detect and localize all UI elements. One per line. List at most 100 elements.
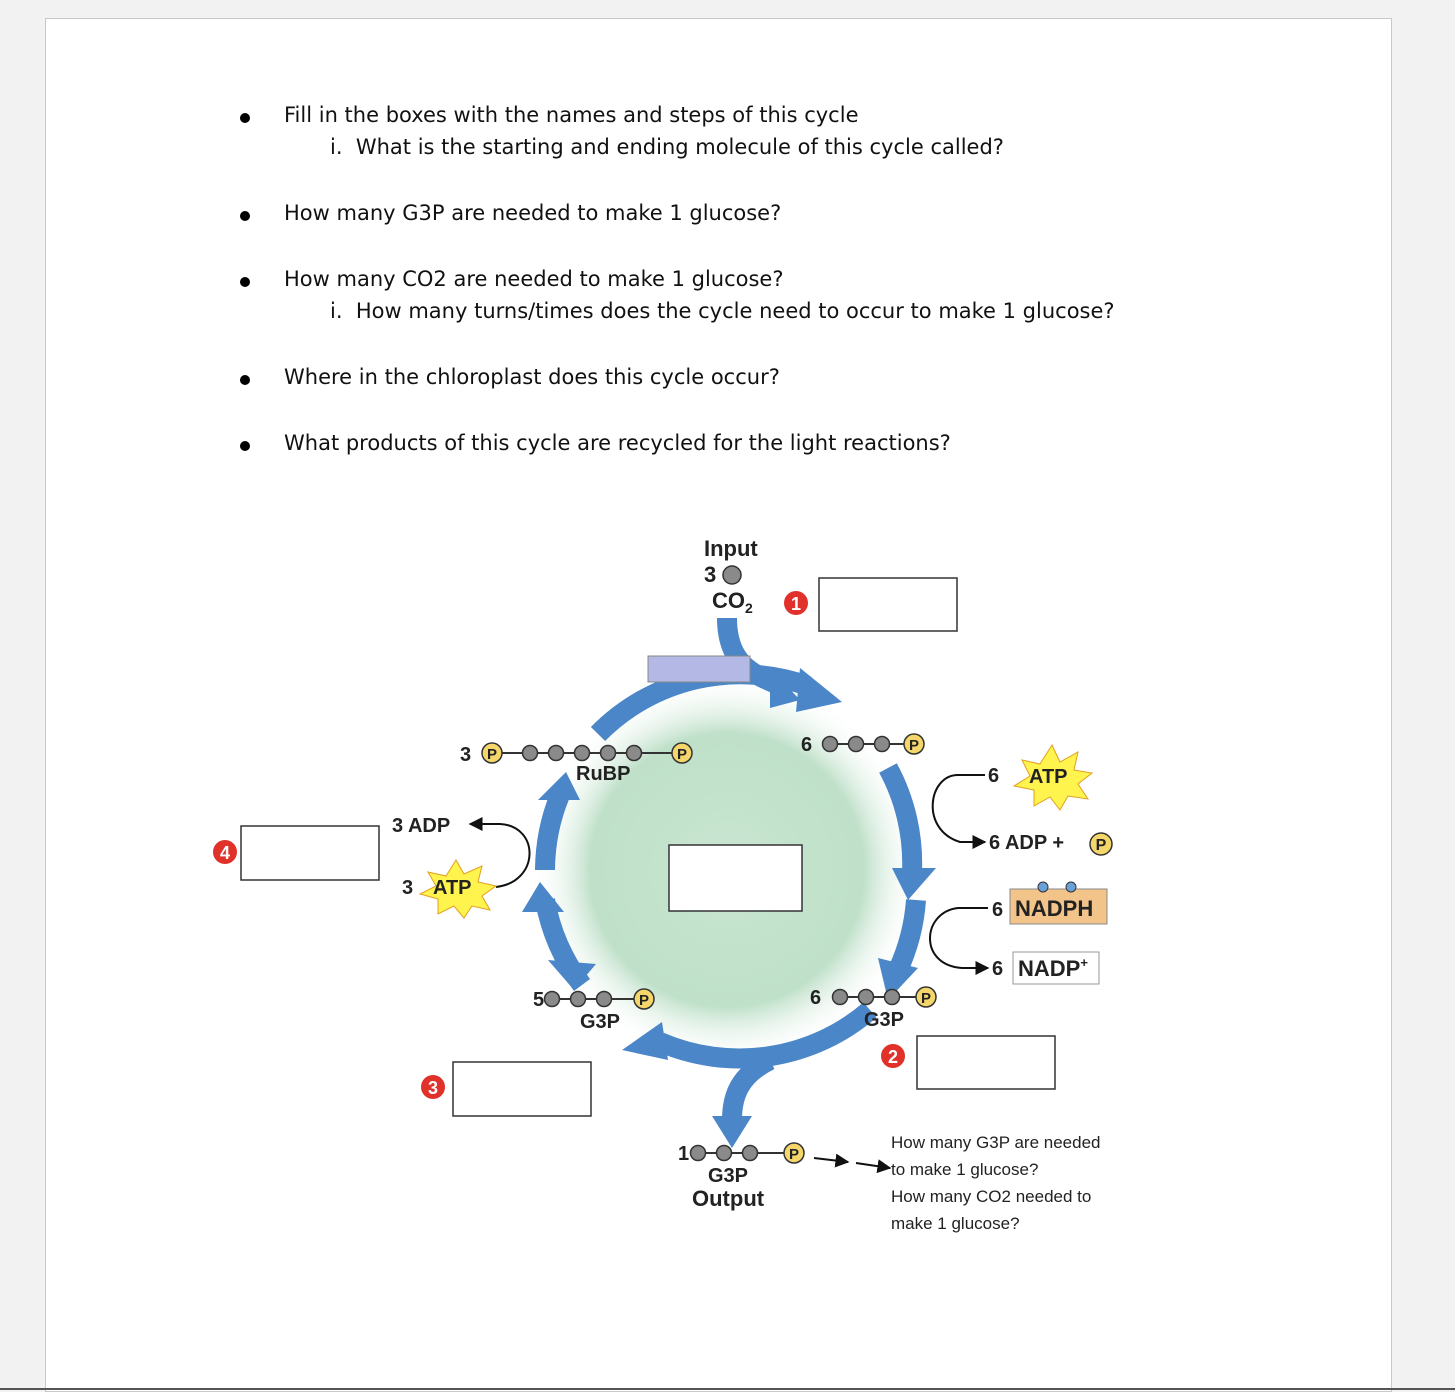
atp3-count: 3 — [402, 877, 413, 899]
input-label: Input — [704, 536, 758, 561]
output-count: 1 — [678, 1143, 689, 1165]
adp6-label: 6 ADP + — [989, 832, 1064, 854]
enzyme-box — [647, 655, 751, 683]
answer-box-3[interactable] — [452, 1061, 592, 1117]
rubp-count: 3 — [460, 744, 471, 766]
window-edge-line — [0, 1388, 1455, 1390]
answer-box-2[interactable] — [916, 1035, 1056, 1090]
arrowhead — [878, 958, 918, 1000]
step-number-4: 4 — [220, 843, 230, 863]
answer-box-center[interactable] — [668, 844, 803, 912]
carbon-icon — [689, 1144, 707, 1162]
nadp-box — [1012, 951, 1100, 985]
arrowhead — [538, 772, 580, 800]
answer-box-1[interactable] — [818, 577, 958, 632]
nadph-label: NADPH — [1015, 896, 1093, 921]
step-badge-3 — [421, 1075, 445, 1099]
adp3-label: 3 ADP — [392, 815, 450, 837]
arrow-output — [722, 1051, 775, 1121]
carbon-icon — [573, 744, 591, 762]
step-badge-1 — [784, 591, 808, 615]
carbon-icon — [883, 988, 901, 1006]
arrow-reduction — [879, 763, 923, 873]
nadph-bracket — [929, 907, 990, 975]
output-label: Output — [692, 1186, 765, 1211]
question-1-sub: i. What is the starting and ending molec… — [330, 135, 1004, 159]
carbon-icon — [741, 1144, 759, 1162]
phosphate-label: P — [1096, 837, 1107, 854]
co2-count: 3 — [704, 562, 716, 587]
carbon-icon — [821, 735, 839, 753]
note-line-1: How many G3P are needed — [891, 1133, 1101, 1152]
co2-label: CO2 — [712, 588, 753, 616]
question-2: How many G3P are needed to make 1 glucos… — [284, 201, 782, 225]
bullet — [240, 277, 250, 287]
carbon-icon — [599, 744, 617, 762]
answer-box-4[interactable] — [240, 825, 380, 881]
step-badge-4 — [213, 840, 237, 864]
phosphate-icon — [481, 742, 503, 764]
g3p6-count: 6 — [810, 987, 821, 1009]
carbon-icon — [625, 744, 643, 762]
carbon-icon — [873, 735, 891, 753]
arrowhead — [770, 668, 800, 708]
phosphate-label: P — [487, 746, 497, 763]
note-arrow — [855, 1159, 892, 1174]
note-line-2: to make 1 glucose? — [891, 1160, 1039, 1179]
carbon-icon — [831, 988, 849, 1006]
carbon-icon — [543, 990, 561, 1008]
phosphate-label: P — [789, 1146, 799, 1163]
arrow-g3p-return — [656, 1002, 877, 1069]
atp-label: ATP — [433, 877, 472, 899]
step-number-1: 1 — [791, 594, 801, 614]
atp-bracket — [931, 774, 987, 849]
phosphate-icon — [915, 986, 937, 1008]
bullet — [240, 441, 250, 451]
atp-label: ATP — [1029, 766, 1068, 788]
question-3: How many CO2 are needed to make 1 glucos… — [284, 267, 784, 291]
phosphate-icon — [633, 988, 655, 1010]
g3p-label: G3P — [580, 1011, 620, 1033]
g3p5-count: 5 — [533, 989, 544, 1011]
carbon-icon — [595, 990, 613, 1008]
carbon-icon — [521, 744, 539, 762]
electron-icon — [1065, 881, 1077, 893]
carbon-icon — [722, 565, 742, 585]
bullet — [240, 375, 250, 385]
phosphate-icon — [1089, 832, 1113, 856]
arrowhead — [522, 882, 564, 912]
arrowhead — [712, 1116, 752, 1148]
pga-count: 6 — [801, 734, 812, 756]
nadph-count: 6 — [992, 899, 1003, 921]
note-line-3: How many CO2 needed to — [891, 1187, 1092, 1206]
bullet — [240, 211, 250, 221]
atp-starburst — [418, 859, 498, 919]
phosphate-label: P — [677, 746, 687, 763]
rubp-label: RuBP — [576, 763, 630, 785]
step-badge-2 — [881, 1044, 905, 1068]
electron-icon — [1037, 881, 1049, 893]
phosphate-icon — [671, 742, 693, 764]
arrow-regeneration-2 — [535, 791, 570, 871]
phosphate-icon — [903, 733, 925, 755]
step-number-3: 3 — [428, 1078, 438, 1098]
carbon-icon — [847, 735, 865, 753]
nadp-count: 6 — [992, 958, 1003, 980]
arrowhead — [892, 868, 936, 900]
question-4: Where in the chloroplast does this cycle… — [284, 365, 780, 389]
carbon-icon — [715, 1144, 733, 1162]
nadph-box — [1009, 888, 1108, 925]
bullet — [240, 113, 250, 123]
step-number-2: 2 — [888, 1047, 898, 1067]
question-5: What products of this cycle are recycled… — [284, 431, 951, 455]
adp-atp-bracket — [468, 817, 531, 888]
arrowhead — [796, 668, 842, 712]
question-3-sub: i. How many turns/times does the cycle n… — [330, 299, 1115, 323]
phosphate-label: P — [921, 990, 931, 1007]
carbon-icon — [569, 990, 587, 1008]
carbon-icon — [857, 988, 875, 1006]
nadp-label: NADP+ — [1018, 955, 1088, 981]
phosphate-label: P — [909, 737, 919, 754]
arrowhead — [548, 960, 596, 990]
phosphate-icon — [783, 1142, 805, 1164]
